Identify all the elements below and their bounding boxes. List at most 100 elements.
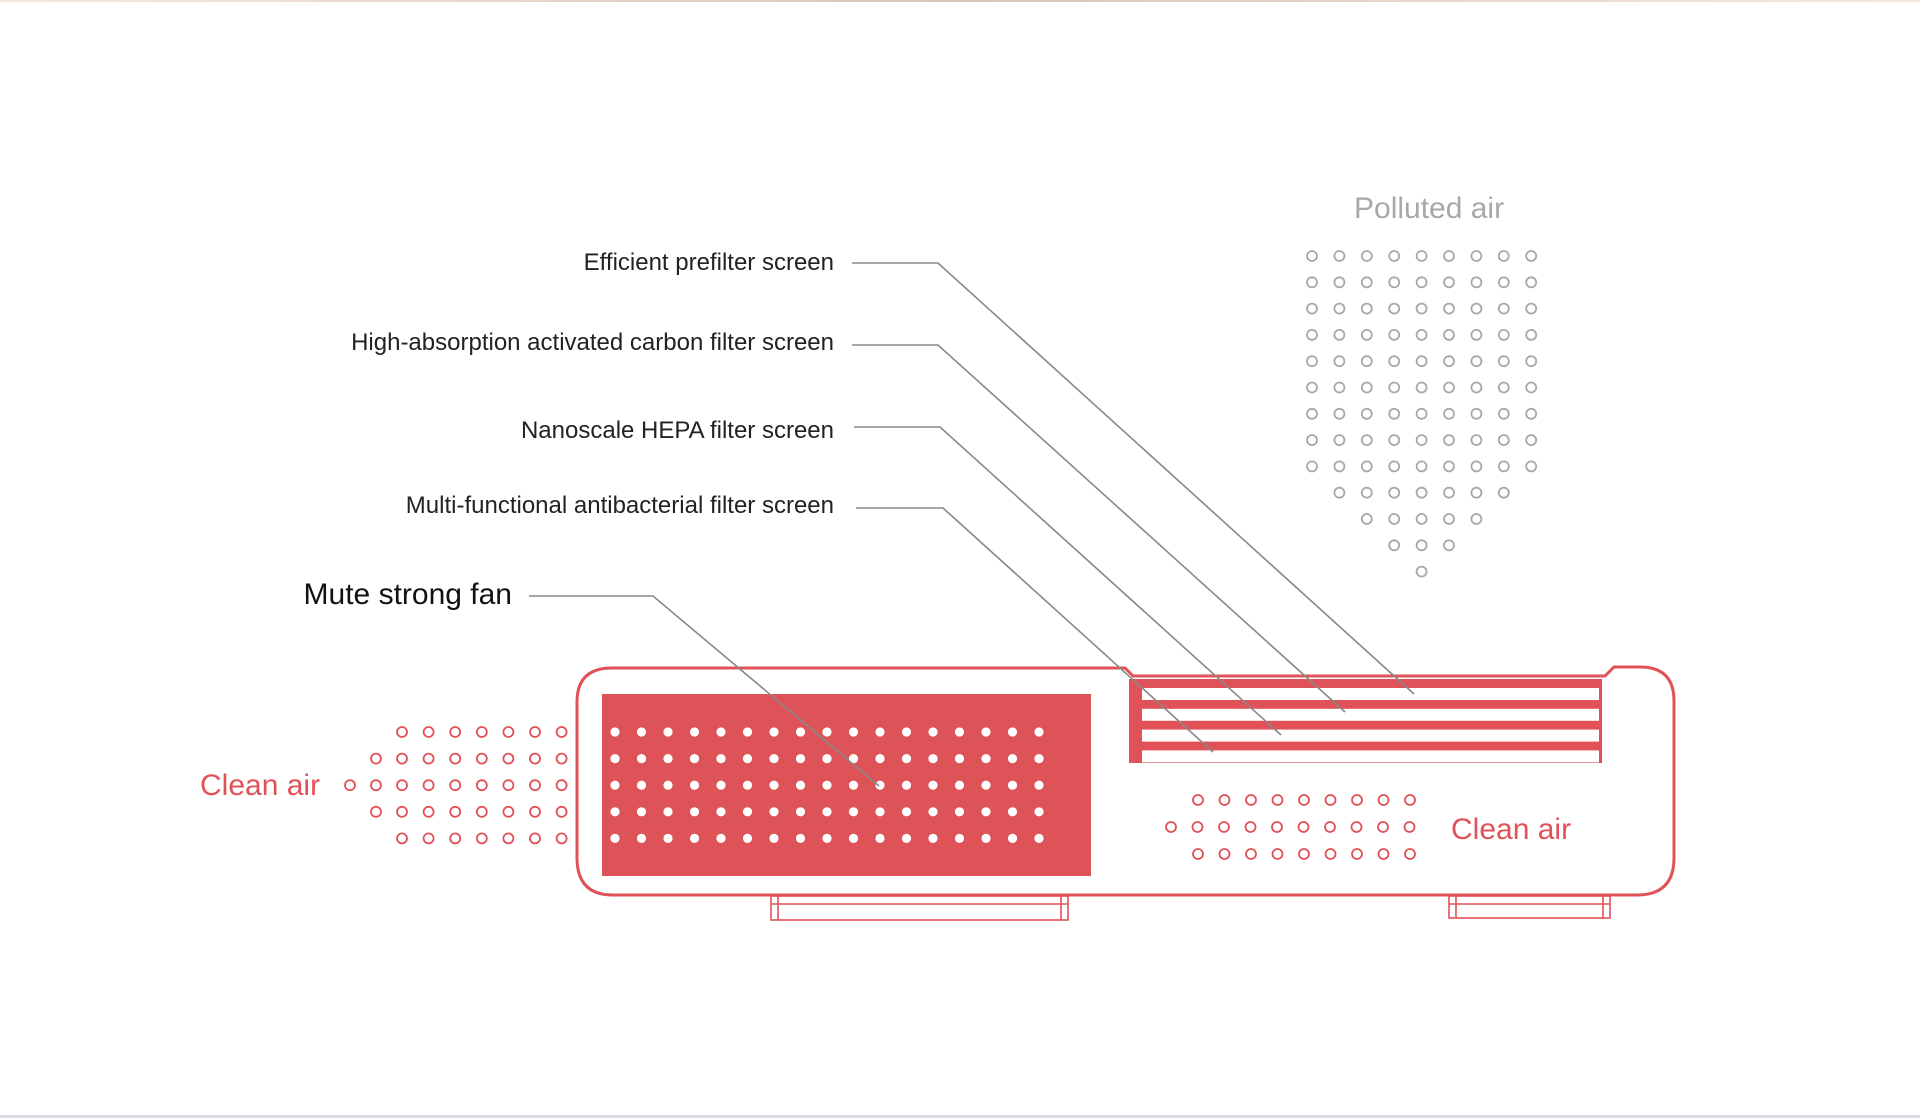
- fan-particle: [954, 727, 965, 737]
- polluted-air-particle: [1388, 434, 1401, 447]
- fan-particle: [875, 727, 885, 737]
- clean-air-particle: [370, 805, 382, 818]
- clean-air-particle: [529, 805, 541, 818]
- polluted-air-particle: [1388, 302, 1401, 315]
- polluted-air-particle: [1388, 513, 1401, 525]
- clean-air-particle: [1377, 794, 1390, 806]
- polluted-air-particle: [1497, 276, 1510, 289]
- carbon-label: High-absorption activated carbon filter …: [351, 329, 834, 356]
- leader-line-antibacterial: [856, 507, 1214, 753]
- fan-particle: [610, 780, 620, 790]
- fan-particle: [689, 807, 700, 817]
- polluted-air-particle: [1525, 460, 1538, 473]
- polluted-air-particle: [1360, 381, 1373, 394]
- filter-layer: [1142, 708, 1599, 721]
- polluted-air-particle: [1525, 381, 1538, 394]
- polluted-air-particle: [1497, 302, 1510, 315]
- fan-particle: [1007, 833, 1018, 844]
- clean-air-particle: [475, 805, 488, 818]
- fan-particle: [663, 780, 673, 790]
- clean-air-particle: [1192, 848, 1204, 860]
- polluted-air-particle: [1443, 407, 1455, 420]
- polluted-air-particle: [1388, 328, 1401, 341]
- polluted-air-particle: [1443, 381, 1455, 394]
- polluted-air-particle: [1306, 460, 1318, 473]
- polluted-air-particle: [1443, 302, 1455, 315]
- fan-particle: [928, 833, 938, 844]
- leader-line-hepa: [854, 426, 1282, 736]
- clean-air-particle: [555, 832, 568, 845]
- fan-particle: [822, 807, 832, 817]
- clean-air-particle: [1218, 848, 1231, 860]
- fan-particle: [875, 807, 885, 817]
- polluted-air-particle: [1415, 539, 1428, 552]
- fan-particle: [742, 727, 753, 737]
- clean-air-particle: [1244, 821, 1257, 833]
- polluted-air-particle: [1525, 407, 1538, 420]
- polluted-air-label: Polluted air: [1354, 192, 1505, 225]
- clean-air-particle: [1324, 848, 1337, 860]
- polluted-air-particle: [1333, 355, 1346, 368]
- polluted-air-particle: [1525, 302, 1538, 315]
- polluted-air-particle: [1388, 381, 1401, 394]
- clean-air-particle: [370, 752, 382, 765]
- clean-air-particle: [1218, 794, 1231, 806]
- fan-particle: [663, 754, 673, 764]
- leader-line-fan: [529, 595, 880, 787]
- top-divider: [0, 0, 1920, 2]
- polluted-air-particles: [1306, 250, 1538, 578]
- clean-air-particle: [1404, 848, 1416, 860]
- polluted-air-particle: [1443, 276, 1455, 289]
- fan-particle: [610, 807, 620, 817]
- polluted-air-particle: [1470, 276, 1483, 289]
- clean-air-particle: [396, 752, 408, 765]
- fan-particle: [848, 807, 859, 817]
- polluted-air-particle: [1497, 250, 1510, 262]
- fan-particle: [954, 807, 965, 817]
- fan-particle: [663, 807, 673, 817]
- fan-particle: [742, 780, 753, 790]
- clean-air-particle: [1377, 821, 1389, 833]
- fan-particle: [663, 727, 673, 737]
- leader-lines: [529, 262, 1415, 787]
- fan-particle: [1007, 807, 1018, 817]
- polluted-air-particle: [1443, 486, 1455, 499]
- polluted-air-particle: [1415, 302, 1428, 315]
- fan-particle: [848, 754, 859, 764]
- polluted-air-particle: [1333, 250, 1346, 262]
- clean-air-particle: [396, 805, 408, 818]
- polluted-air-particle: [1497, 355, 1510, 368]
- filter-layer: [1142, 750, 1599, 763]
- polluted-air-particle: [1415, 276, 1428, 289]
- polluted-air-particle: [1443, 328, 1455, 341]
- fan-particle: [928, 780, 938, 790]
- fan-particle: [981, 807, 991, 817]
- polluted-air-particle: [1306, 355, 1318, 368]
- clean-air-particle: [1377, 848, 1390, 860]
- fan-particle: [795, 780, 806, 790]
- fan-particle: [769, 807, 779, 817]
- polluted-air-particle: [1306, 276, 1318, 289]
- fan-particle: [981, 727, 991, 737]
- polluted-air-particle: [1333, 486, 1346, 499]
- polluted-air-particle: [1333, 302, 1346, 315]
- polluted-air-particle: [1333, 460, 1346, 473]
- polluted-air-particle: [1360, 407, 1373, 420]
- polluted-air-particle: [1306, 250, 1318, 262]
- polluted-air-particle: [1497, 328, 1510, 341]
- clean-air-particle: [475, 832, 488, 845]
- fan-particle: [928, 754, 938, 764]
- clean-air-particle: [396, 779, 408, 792]
- clean-air-particle: [1298, 794, 1310, 806]
- fan-particle: [716, 727, 726, 737]
- fan-edge-particle: [582, 805, 594, 818]
- polluted-air-particle: [1306, 302, 1318, 315]
- polluted-air-particle: [1360, 355, 1373, 368]
- fan-particle: [636, 727, 647, 737]
- fan-edge-particles: [582, 726, 594, 845]
- clean-air-left-particles: [344, 726, 568, 845]
- clean-air-particle: [475, 752, 488, 765]
- polluted-air-particle: [1333, 407, 1346, 420]
- fan-particle: [1007, 727, 1018, 737]
- polluted-air-particle: [1470, 513, 1483, 525]
